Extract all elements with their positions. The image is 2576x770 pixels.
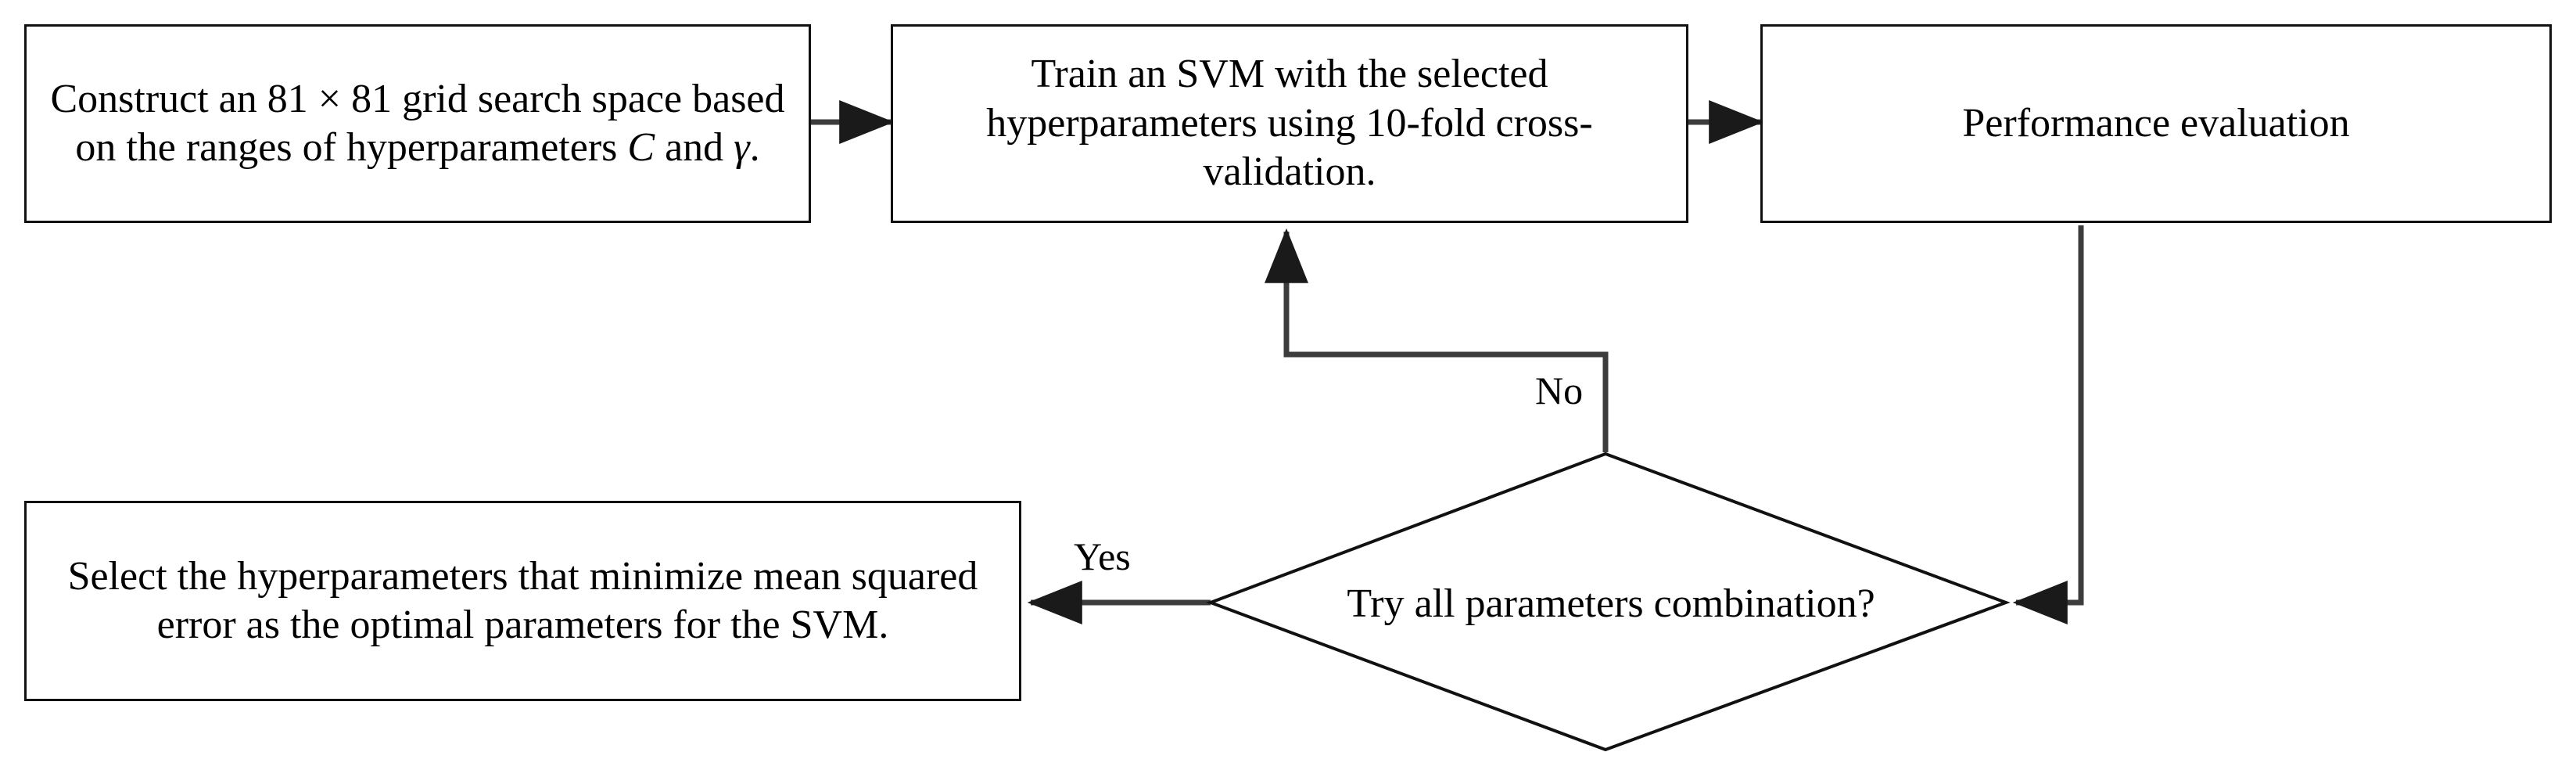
node-train-svm[interactable]: Train an SVM with the selected hyperpara… <box>891 24 1688 223</box>
node-construct-grid-label: Construct an 81 × 81 grid search space b… <box>50 76 785 170</box>
node-select-hyperparameters-label: Select the hyperparameters that minimize… <box>67 553 978 647</box>
connector-evaluation-to-decision <box>2012 225 2084 624</box>
node-performance-evaluation[interactable]: Performance evaluation <box>1760 24 2552 223</box>
node-decision-label: Try all parameters combination? <box>1347 581 1875 626</box>
node-performance-evaluation-label: Performance evaluation <box>1962 100 2350 146</box>
node-train-svm-label: Train an SVM with the selected hyperpara… <box>986 52 1593 195</box>
connector-decision-no-to-train <box>1265 228 1609 452</box>
edge-label-yes: Yes <box>1074 534 1131 578</box>
node-select-hyperparameters[interactable]: Select the hyperparameters that minimize… <box>24 501 1021 701</box>
node-construct-grid[interactable]: Construct an 81 × 81 grid search space b… <box>24 24 811 223</box>
edge-label-no: No <box>1535 369 1584 412</box>
